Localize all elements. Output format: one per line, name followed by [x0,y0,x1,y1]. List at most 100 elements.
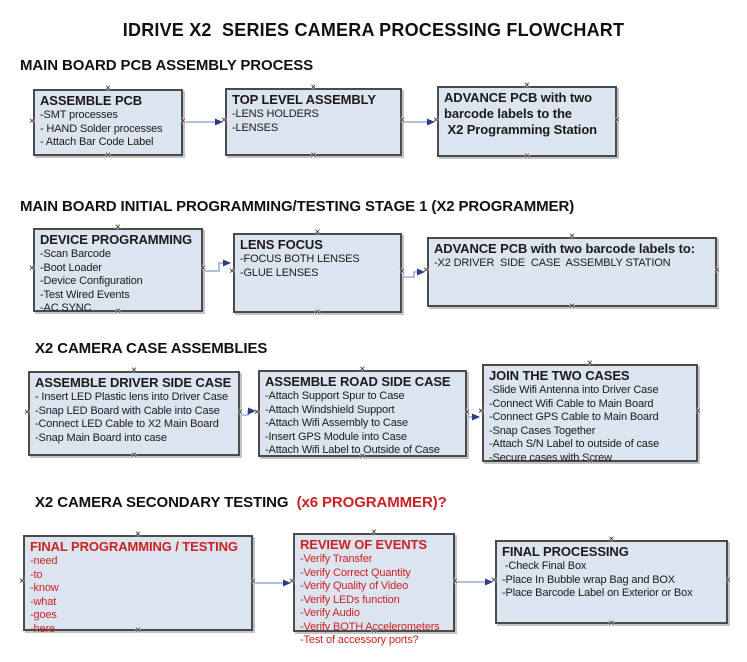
connection-handle-icon [423,267,430,274]
box-title: REVIEW OF EVENTS [300,537,427,552]
connection-handle-icon [311,84,318,91]
connection-handle-icon [714,267,721,274]
section-heading-text: MAIN BOARD PCB ASSEMBLY PROCESS [20,57,314,74]
connector-arrow-5 [242,407,256,416]
connection-handle-icon [609,620,616,627]
box-item: -SMT processes [40,109,118,121]
box-title: ASSEMBLE PCB [40,93,143,108]
box-item: -Snap LED Board with Cable into Case [35,404,220,417]
box-item: -what [30,595,57,608]
flow-box-assemble-driver-side-case[interactable]: ASSEMBLE DRIVER SIDE CASE - Insert LED P… [28,371,240,456]
connection-handle-icon [399,268,406,275]
connection-handle-icon [29,118,36,125]
box-item: -Secure cases with Screw [489,451,612,464]
connection-handle-icon [229,268,236,275]
box-item: -Snap Cases Together [489,424,596,437]
connection-handle-icon [452,578,459,585]
connection-handle-icon [131,452,138,459]
connection-handle-icon [360,366,367,373]
box-title: LENS FOCUS [240,237,323,252]
flow-box-advance-pcb-driver-side[interactable]: ADVANCE PCB with two barcode labels to: … [427,237,717,307]
box-item: -to [30,568,43,581]
box-item: -AC SYNC [40,302,92,314]
box-item: -Attach Windshield Support [265,403,395,416]
connection-handle-icon [478,408,485,415]
flow-box-lens-focus[interactable]: LENS FOCUS -FOCUS BOTH LENSES-GLUE LENSE… [233,233,402,313]
flow-box-review-of-events[interactable]: REVIEW OF EVENTS -Verify Transfer -Verify… [293,533,455,646]
flow-box-device-programming[interactable]: DEVICE PROGRAMMING -Scan Barcode-Boot Lo… [33,228,203,314]
flow-box-final-programming-testing[interactable]: FINAL PROGRAMMING / TESTING -need-to-kno… [23,535,253,635]
section-heading-red-text: (x6 PROGRAMMER)? [296,494,447,511]
connector-arrow-4 [404,268,425,278]
box-item: -Verify Transfer [300,553,373,565]
box-item: -LENSES [232,121,279,134]
box-item: -Device Configuration [40,275,143,287]
box-title: ADVANCE PCB with two barcode labels to: [434,241,695,256]
box-item: -Attach Wifi Label to Outside of Case [265,444,440,456]
box-title: FINAL PROGRAMMING / TESTING [30,539,238,554]
box-items: -Attach Support Spur to Case-Attach Wind… [265,390,462,458]
box-title: FINAL PROCESSING [502,544,629,559]
connection-handle-icon [614,117,621,124]
section-heading-secondary-testing: X2 CAMERA SECONDARY TESTING (x6 PROGRAMM… [35,494,447,511]
connection-handle-icon [587,360,594,367]
box-item: - HAND Solder processes [40,122,163,135]
box-item: -Attach Support Spur to Case [265,390,405,402]
flow-box-advance-pcb-programming-station[interactable]: ADVANCE PCB with two barcode labels to t… [437,86,617,157]
connection-handle-icon [19,578,26,585]
box-item: -Connect Wifi Cable to Main Board [489,397,654,410]
flow-box-top-level-assembly[interactable]: TOP LEVEL ASSEMBLY -LENS HOLDERS-LENSES [225,88,402,156]
box-item: -Check Final Box [502,560,587,572]
box-items: -LENS HOLDERS-LENSES [232,108,397,135]
connection-handle-icon [24,409,31,416]
connection-handle-icon [569,303,576,310]
box-item: -Scan Barcode [40,248,111,260]
connection-handle-icon [131,367,138,374]
box-title: TOP LEVEL ASSEMBLY [232,92,376,107]
connection-handle-icon [524,82,531,89]
section-heading-pcb-assembly: MAIN BOARD PCB ASSEMBLY PROCESS [20,57,313,74]
box-item: -Connect LED Cable to X2 Main Board [35,418,219,430]
flow-box-final-processing[interactable]: FINAL PROCESSING -Check Final Box-Place … [495,540,728,624]
box-items: -FOCUS BOTH LENSES-GLUE LENSES [240,253,397,280]
flow-box-join-the-two-cases[interactable]: JOIN THE TWO CASES -Slide Wifi Antenna i… [482,364,698,465]
box-item: - Insert LED Plastic lens into Driver Ca… [35,391,228,403]
connection-handle-icon [569,233,576,240]
box-item: -goes [30,609,57,621]
box-items: -X2 DRIVER SIDE CASE ASSEMBLY STATION [434,257,712,271]
connection-handle-icon [695,408,702,415]
box-items: - Insert LED Plastic lens into Driver Ca… [35,391,235,445]
box-items: -need-to-know-what-goes-here [30,555,248,636]
flow-box-assemble-road-side-case[interactable]: ASSEMBLE ROAD SIDE CASE -Attach Support … [258,370,467,457]
connection-handle-icon [315,229,322,236]
connection-handle-icon [221,117,228,124]
box-item: -need [30,555,58,567]
flow-box-assemble-pcb[interactable]: ASSEMBLE PCB -SMT processes- HAND Solder… [33,89,183,156]
box-item: -X2 DRIVER SIDE CASE ASSEMBLY STATION [434,257,671,269]
connection-handle-icon [491,577,498,584]
box-item: - Attach Bar Code Label [40,136,154,148]
box-item: -Attach S/N Label to outside of case [489,438,660,450]
page-title: IDRIVE X2 SERIES CAMERA PROCESSING FLOWC… [122,20,625,40]
box-item: -Insert GPS Module into Case [265,430,407,443]
connection-handle-icon [237,409,244,416]
connection-handle-icon [524,153,531,160]
box-item: -FOCUS BOTH LENSES [240,253,360,265]
connection-handle-icon [315,309,322,316]
box-title: ASSEMBLE ROAD SIDE CASE [265,374,451,389]
box-items: -Slide Wifi Antenna into Driver Case-Con… [489,384,693,465]
section-heading-text: X2 CAMERA SECONDARY TESTING [35,494,297,511]
connection-handle-icon [433,117,440,124]
box-item: -Connect GPS Cable to Main Board [489,411,659,423]
box-item: -Verify Quality of Video [300,580,409,592]
box-item: -Slide Wifi Antenna into Driver Case [489,384,659,396]
box-title: ASSEMBLE DRIVER SIDE CASE [35,375,232,390]
box-item: -Attach Wifi Assembly to Case [265,417,408,429]
box-item: -Snap Main Board into case [35,431,167,444]
connection-handle-icon [135,531,142,538]
section-heading-text: X2 CAMERA CASE ASSEMBLIES [35,340,268,357]
connection-handle-icon [254,409,261,416]
section-heading-text: MAIN BOARD INITIAL PROGRAMMING/TESTING S… [20,198,575,215]
connection-handle-icon [289,578,296,585]
connection-handle-icon [371,529,378,536]
